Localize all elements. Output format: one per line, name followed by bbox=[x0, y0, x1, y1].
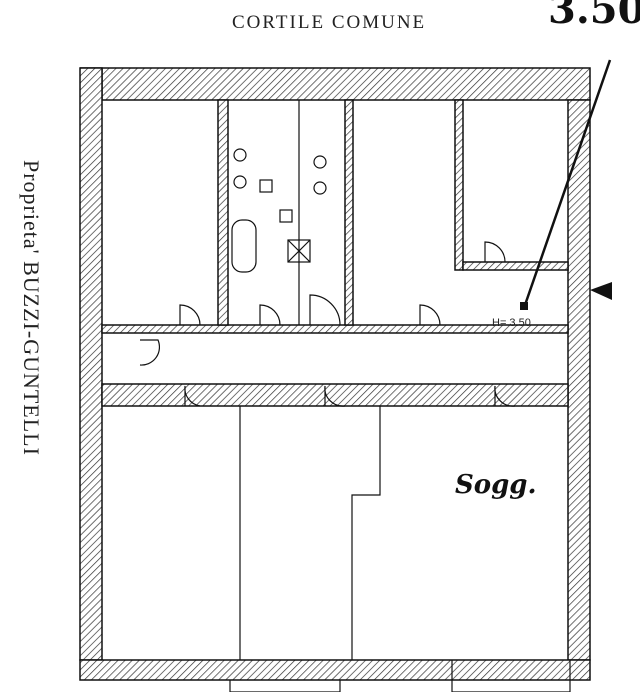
handwritten-height: 3.50 bbox=[548, 0, 640, 33]
entrance-arrow-icon bbox=[590, 282, 612, 300]
neighbour-label-text: Proprieta' BUZZI-GUNTELLI bbox=[19, 160, 44, 456]
shower-icon bbox=[287, 239, 311, 263]
courtyard-label: CORTILE COMUNE bbox=[232, 12, 427, 33]
corridor-wall-bottom bbox=[101, 383, 569, 407]
height-marker bbox=[520, 302, 528, 310]
outer-wall-left bbox=[79, 67, 103, 661]
room-label-soggiorno: Sogg. bbox=[455, 470, 537, 500]
outer-wall-right bbox=[567, 99, 591, 661]
ceiling-height-label: H= 3.50 bbox=[492, 317, 531, 329]
corridor-wall-top bbox=[101, 324, 569, 334]
entry-wall bbox=[462, 261, 569, 271]
bath-wall bbox=[217, 99, 229, 326]
outer-wall-top bbox=[80, 67, 591, 101]
bathtub-icon bbox=[231, 219, 257, 273]
bath-wall-2 bbox=[344, 99, 354, 326]
neighbour-label: Proprieta' BUZZI-GUNTELLI bbox=[10, 160, 50, 680]
outer-wall-bottom bbox=[79, 659, 591, 681]
bath-wall-3 bbox=[454, 99, 464, 271]
